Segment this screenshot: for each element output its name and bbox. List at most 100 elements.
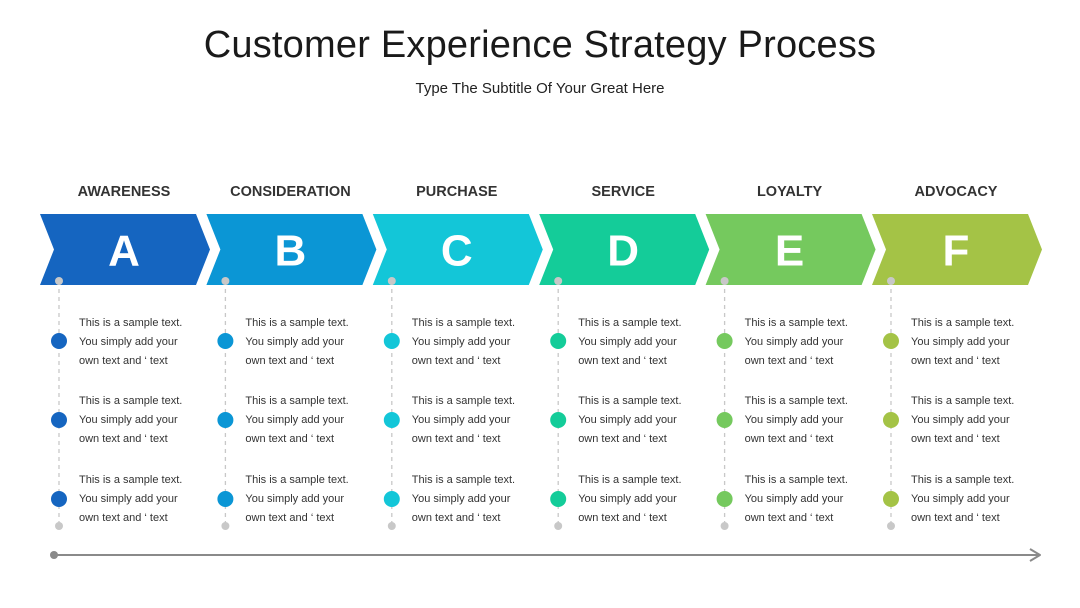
item-text-line-1: This is a sample text. <box>411 395 516 407</box>
item-text-line-2: You simply add your <box>79 336 178 348</box>
item-text-line-2: You simply add your <box>411 493 511 505</box>
item-text-line-2: You simply add your <box>245 493 345 505</box>
item-text-line-3: own text and ‘ text <box>245 433 335 445</box>
item-text-line-3: own text and ‘ text <box>79 355 168 367</box>
item-text-line-2: You simply add your <box>911 493 1010 505</box>
item-text-line-3: own text and ‘ text <box>911 433 1000 445</box>
item-bullet <box>550 412 567 428</box>
stage-label: AWARENESS <box>78 184 171 200</box>
item-text-line-1: This is a sample text. <box>744 317 848 329</box>
item-text-line-2: You simply add your <box>744 414 844 426</box>
item-text-line-3: own text and ‘ text <box>411 355 501 367</box>
item-bullet <box>383 491 400 507</box>
stage-item-text: This is a sample text. You simply add you… <box>412 314 532 371</box>
item-bullet <box>550 491 567 507</box>
item-text-line-1: This is a sample text. <box>578 395 682 407</box>
stage-item-text: This is a sample text. You simply add you… <box>911 314 1031 371</box>
stage-item-text: This is a sample text. You simply add you… <box>578 392 698 449</box>
stage-label: SERVICE <box>591 184 655 200</box>
item-text-line-1: This is a sample text. <box>245 474 349 486</box>
stage-letter: E <box>775 227 804 276</box>
stage-item-text: This is a sample text. You simply add you… <box>745 392 865 449</box>
stage-item-text: This is a sample text. You simply add you… <box>578 314 698 371</box>
item-text-line-1: This is a sample text. <box>911 395 1015 407</box>
item-text-line-2: You simply add your <box>578 336 677 348</box>
item-text-line-3: own text and ‘ text <box>411 433 501 445</box>
item-text-line-1: This is a sample text. <box>79 395 183 407</box>
page-title: Customer Experience Strategy Process <box>203 24 877 66</box>
stage-item-text: This is a sample text. You simply add you… <box>911 392 1031 449</box>
item-text-line-1: This is a sample text. <box>245 395 349 407</box>
item-text-line-2: You simply add your <box>744 493 844 505</box>
item-text-line-1: This is a sample text. <box>578 474 682 486</box>
item-text-line-1: This is a sample text. <box>578 317 682 329</box>
stage-letter: D <box>607 227 639 276</box>
stage-item-text: This is a sample text.You simply add you… <box>79 392 199 449</box>
page-subtitle: Type The Subtitle Of Your Great Here <box>415 80 665 97</box>
item-text-line-1: This is a sample text. <box>245 317 349 329</box>
item-bullet <box>383 412 400 428</box>
item-bullet <box>550 333 567 349</box>
item-text-line-2: You simply add your <box>245 336 345 348</box>
stage-item-text: This is a sample text. You simply add you… <box>245 314 365 371</box>
item-bullet <box>716 333 733 349</box>
item-text-line-3: own text and ‘ text <box>744 355 834 367</box>
stage-label: LOYALTY <box>757 184 823 200</box>
connector-bottom-dot <box>387 522 396 530</box>
item-bullet <box>217 333 234 349</box>
stage-chevron <box>40 214 210 285</box>
stage-item-text: This is a sample text.You simply add you… <box>412 392 532 449</box>
connector-top-dot <box>720 277 729 285</box>
item-text-line-1: This is a sample text. <box>911 317 1015 329</box>
timeline-arrowhead-icon <box>1029 548 1041 562</box>
item-text-line-3: own text and ‘ text <box>411 512 501 524</box>
item-bullet <box>883 333 899 349</box>
stage-chevron <box>872 214 1042 285</box>
stage-chevron <box>372 214 543 285</box>
item-text-line-2: You simply add your <box>578 414 677 426</box>
item-text-line-2: You simply add your <box>744 336 844 348</box>
item-text-line-1: This is a sample text. <box>411 474 516 486</box>
item-bullet <box>716 412 733 428</box>
item-text-line-3: own text and ‘ text <box>79 433 168 445</box>
stage-service: SERVICE D <box>539 184 710 530</box>
stages-layer: AWARENESSACONSIDERATIONBPURCHASECSERVICE… <box>40 184 1042 530</box>
stage-item-text: This is a sample text. You simply add you… <box>79 314 199 371</box>
stage-item-text: This is a sample text. You simply add you… <box>911 471 1031 528</box>
item-bullet <box>383 333 400 349</box>
connector-bottom-dot <box>887 522 895 530</box>
item-text-line-1: This is a sample text. <box>79 474 183 486</box>
stage-chevron <box>705 214 876 285</box>
item-text-line-2: You simply add your <box>411 336 511 348</box>
item-text-line-3: own text and ‘ text <box>911 355 1000 367</box>
stage-loyalty: LOYALTY E <box>705 184 876 530</box>
connector-top-dot <box>387 277 396 285</box>
stage-item-text: This is a sample text.You simply add you… <box>578 471 698 528</box>
item-text-line-3: own text and ‘ text <box>578 433 667 445</box>
item-text-line-1: This is a sample text. <box>744 395 848 407</box>
item-text-line-3: own text and ‘ text <box>578 355 667 367</box>
item-bullet <box>716 491 733 507</box>
item-text-line-2: You simply add your <box>79 493 178 505</box>
stage-letter: C <box>441 227 473 276</box>
item-text-line-3: own text and ‘ text <box>245 512 335 524</box>
connector-top-dot <box>887 277 895 285</box>
connector-bottom-dot <box>554 522 563 530</box>
item-text-line-1: This is a sample text. <box>411 317 516 329</box>
stage-item-text: This is a sample text.You simply add you… <box>245 392 365 449</box>
connector-bottom-dot <box>221 522 230 530</box>
item-text-line-1: This is a sample text. <box>911 474 1015 486</box>
item-text-line-1: This is a sample text. <box>744 474 848 486</box>
item-bullet <box>217 412 234 428</box>
item-text-line-3: own text and ‘ text <box>744 512 834 524</box>
stage-item-text: This is a sample text. You simply add you… <box>412 471 532 528</box>
item-text-line-2: You simply add your <box>911 414 1010 426</box>
timeline-arrow <box>50 548 1041 562</box>
item-text-line-2: You simply add your <box>911 336 1010 348</box>
item-text-line-1: This is a sample text. <box>79 317 183 329</box>
item-bullet <box>51 491 67 507</box>
